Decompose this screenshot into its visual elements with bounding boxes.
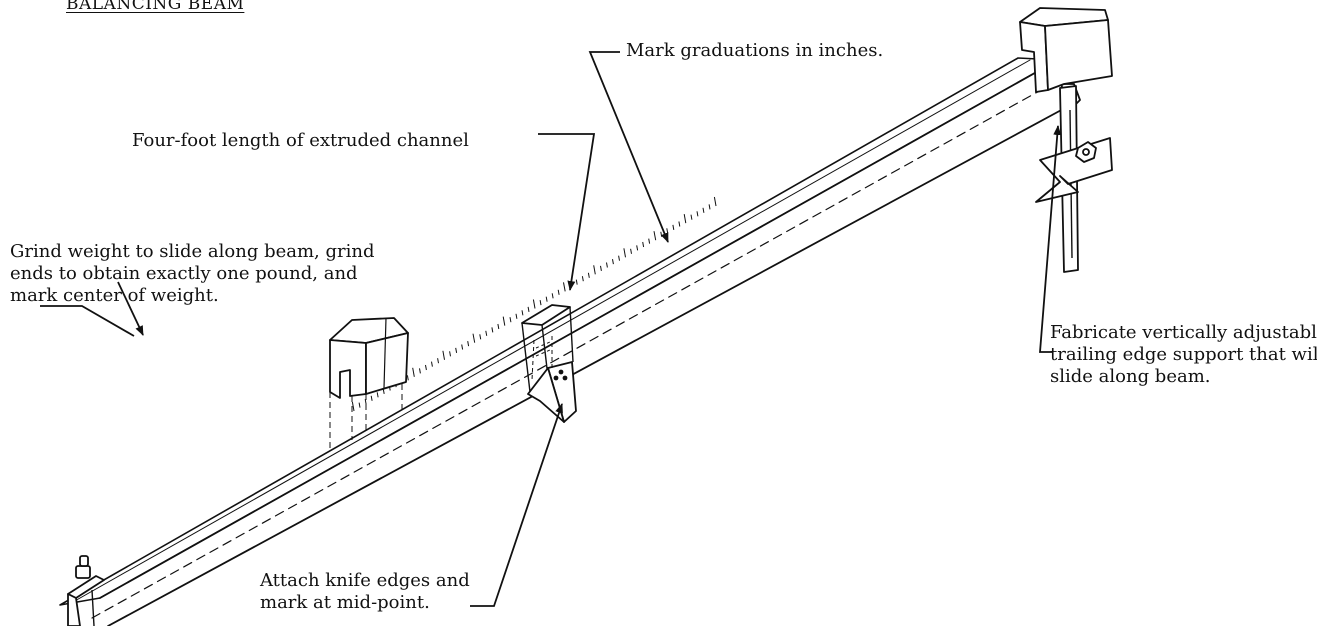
support-bolt <box>1075 141 1097 163</box>
support-clamp-side <box>1044 19 1113 91</box>
sliding-weight <box>329 317 409 452</box>
diagram-title: BALANCING BEAM <box>66 0 245 14</box>
graduation-tick <box>442 350 445 360</box>
graduation-tick <box>551 293 554 299</box>
leader-channel <box>538 133 596 291</box>
leader-weight <box>40 305 135 337</box>
callout-knife-line-2: mark at mid-point. <box>260 592 430 613</box>
graduation-tick <box>623 248 626 258</box>
graduation-tick <box>678 221 681 227</box>
leader-support <box>1039 125 1062 353</box>
callout-support: Fabricate vertically adjustable trailing… <box>1050 322 1317 388</box>
graduation-tick <box>527 306 530 312</box>
graduation-tick <box>502 316 506 326</box>
knife-edge-assembly <box>521 304 577 423</box>
callout-support-line-3: slide along beam. <box>1050 366 1211 387</box>
graduation-tick <box>351 401 355 412</box>
graduation-tick <box>539 300 542 306</box>
graduation-tick <box>587 272 590 278</box>
graduation-tick <box>461 344 464 350</box>
callout-support-line-2: trailing edge support that will <box>1050 344 1317 365</box>
graduation-tick <box>618 255 620 261</box>
graduation-tick <box>660 231 663 237</box>
graduation-tick <box>648 238 651 244</box>
beam <box>59 57 1066 626</box>
weight-side <box>365 332 409 395</box>
leader-lines <box>40 51 1062 607</box>
weight-center-mark <box>383 317 387 389</box>
graduation-tick <box>666 228 669 234</box>
graduation-tick <box>419 368 421 374</box>
graduation-tick <box>557 289 560 295</box>
graduation-tick <box>636 245 639 251</box>
beam-top-face <box>59 57 1059 606</box>
left-end-bracket <box>67 555 105 626</box>
graduation-tick <box>653 231 657 241</box>
left-knob <box>75 565 91 579</box>
graduation-tick <box>515 313 518 319</box>
graduation-tick <box>713 196 717 207</box>
graduation-tick <box>467 341 470 347</box>
graduation-tick <box>563 282 566 292</box>
graduation-tick <box>521 310 524 316</box>
graduation-tick <box>425 364 427 371</box>
graduation-tick <box>449 351 451 357</box>
graduation-tick <box>370 395 373 401</box>
leader-knife <box>470 403 563 607</box>
graduation-tick <box>593 265 596 275</box>
beam-top-edge <box>72 59 1031 603</box>
graduation-scale <box>351 196 717 412</box>
graduation-tick <box>600 265 602 271</box>
callout-weight: Grind weight to slide along beam, grind … <box>10 241 374 307</box>
trailing-edge-support <box>1019 7 1113 273</box>
weight-front <box>329 339 367 399</box>
graduation-tick <box>690 214 693 220</box>
knife-edge-back <box>527 367 565 423</box>
leader-graduations <box>588 51 669 243</box>
callout-knife-line-1: Attach knife edges and <box>260 570 470 591</box>
graduation-tick <box>672 224 675 230</box>
graduation-tick <box>630 248 632 254</box>
graduation-tick <box>509 317 512 323</box>
beam-front-face <box>99 59 1066 626</box>
callout-weight-line-2: ends to obtain exactly one pound, and <box>10 263 358 284</box>
graduation-tick <box>497 323 500 330</box>
graduation-tick <box>642 241 645 248</box>
graduation-tick <box>455 347 458 353</box>
graduation-tick <box>491 327 494 333</box>
graduation-tick <box>358 402 361 408</box>
graduation-tick <box>431 361 433 367</box>
graduation-tick <box>612 259 614 265</box>
graduation-tick <box>708 204 711 210</box>
graduation-tick <box>472 333 476 343</box>
graduation-tick <box>485 330 488 336</box>
graduation-tick <box>412 367 415 377</box>
graduation-tick <box>437 358 439 364</box>
graduation-tick <box>696 211 699 217</box>
graduation-tick <box>575 279 578 285</box>
graduation-tick <box>683 214 687 224</box>
callout-weight-line-1: Grind weight to slide along beam, grind <box>10 241 375 262</box>
graduation-tick <box>545 296 548 302</box>
graduation-tick <box>364 399 367 405</box>
callout-weight-line-3: mark center of weight. <box>10 285 219 306</box>
callout-support-line-1: Fabricate vertically adjustable <box>1050 322 1317 343</box>
callout-knife: Attach knife edges and mark at mid-point… <box>260 570 470 614</box>
graduation-tick <box>581 276 584 282</box>
graduation-tick <box>376 392 379 398</box>
graduation-tick <box>606 262 608 268</box>
beam-hidden-line <box>91 84 1051 619</box>
graduation-tick <box>702 207 705 213</box>
graduation-tick <box>479 334 482 340</box>
callout-graduations: Mark graduations in inches. <box>626 40 884 61</box>
graduation-tick <box>532 299 536 309</box>
callout-channel: Four-foot length of extruded channel <box>132 130 469 151</box>
graduation-tick <box>406 375 409 381</box>
